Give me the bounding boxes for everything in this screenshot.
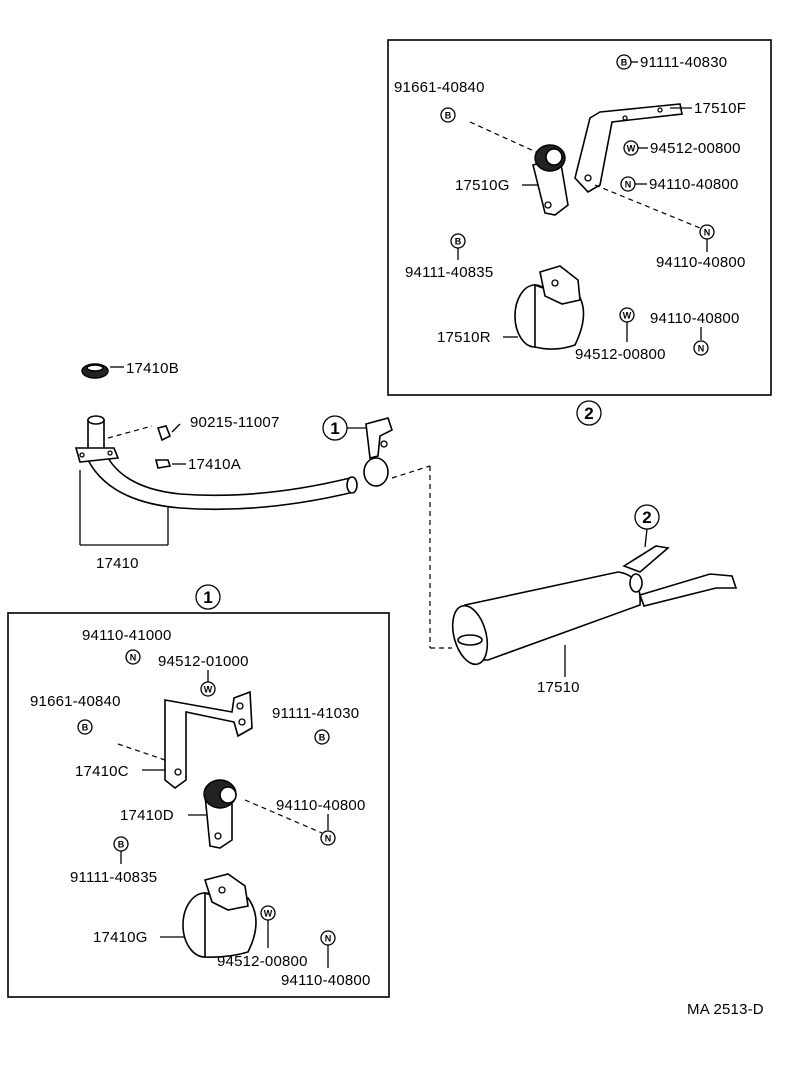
part-label: 91111-40835 [70, 869, 157, 886]
part-label: 17510 [537, 679, 580, 696]
callout-2: 2 [576, 400, 602, 426]
svg-text:B: B [82, 723, 89, 733]
svg-text:N: N [698, 344, 705, 354]
svg-text:B: B [455, 237, 462, 247]
svg-text:1: 1 [330, 419, 339, 438]
svg-text:B: B [445, 111, 452, 121]
part-label: 94512-01000 [158, 653, 249, 670]
svg-text:W: W [623, 311, 632, 321]
part-label: 17410C [75, 763, 129, 780]
bolt-symbol: B [616, 54, 632, 70]
svg-text:N: N [625, 180, 632, 190]
svg-text:N: N [130, 653, 137, 663]
part-label: 17410D [120, 807, 174, 824]
detail-box-1 [7, 612, 390, 998]
front-exhaust-pipe-17410 [74, 415, 358, 511]
clamp-17510r [514, 265, 585, 350]
part-label: 17510F [694, 100, 746, 117]
part-label: 94512-00800 [217, 953, 308, 970]
part-label: 91111-41030 [272, 705, 359, 722]
part-label: 94110-40800 [656, 254, 746, 271]
part-label: 17510G [455, 177, 510, 194]
svg-text:B: B [621, 58, 628, 68]
callout-1: 1 [322, 415, 348, 441]
rubber-hanger-17410d [203, 779, 237, 849]
washer-symbol: W [260, 905, 276, 921]
rubber-hanger-17510g [532, 144, 569, 216]
nut-symbol: N [125, 649, 141, 665]
part-label: 94110-40800 [276, 797, 366, 814]
part-label: 91661-40840 [394, 79, 485, 96]
svg-text:N: N [325, 934, 332, 944]
pipe-hanger-assembly [363, 417, 393, 487]
part-label: 17410A [188, 456, 241, 473]
washer-symbol: W [200, 681, 216, 697]
grommet-17410b [81, 363, 109, 379]
svg-text:2: 2 [642, 508, 651, 527]
svg-text:N: N [325, 834, 332, 844]
washer-symbol: W [619, 307, 635, 323]
nut-symbol: N [320, 930, 336, 946]
nut-symbol: N [320, 830, 336, 846]
svg-text:2: 2 [584, 404, 593, 423]
nut-17410a [154, 459, 172, 469]
svg-text:1: 1 [203, 588, 212, 607]
callout-2: 2 [634, 504, 660, 530]
part-label: 17510R [437, 329, 491, 346]
svg-text:B: B [319, 733, 326, 743]
part-label: 17410 [96, 555, 139, 572]
svg-text:B: B [118, 840, 125, 850]
detail-box-2 [387, 39, 772, 396]
bolt-symbol: B [77, 719, 93, 735]
part-label: 90215-11007 [190, 414, 280, 431]
part-label: 94110-40800 [649, 176, 739, 193]
part-label: 94110-41000 [82, 627, 172, 644]
bracket-17510f [574, 103, 683, 194]
muffler-17510 [451, 545, 738, 666]
part-label: 94512-00800 [650, 140, 741, 157]
svg-text:N: N [704, 228, 711, 238]
clamp-17410g [182, 873, 257, 958]
part-label: 91661-40840 [30, 693, 121, 710]
bolt-symbol: B [450, 233, 466, 249]
bracket-17410c [164, 690, 253, 790]
part-label: 94110-40800 [650, 310, 740, 327]
nut-symbol: N [620, 176, 636, 192]
bolt-symbol: B [314, 729, 330, 745]
nut-symbol: N [699, 224, 715, 240]
washer-symbol: W [623, 140, 639, 156]
nut-symbol: N [693, 340, 709, 356]
part-label: 17410G [93, 929, 148, 946]
part-label: 17410B [126, 360, 179, 377]
svg-text:W: W [627, 144, 636, 154]
gasket-90215-11007 [156, 425, 172, 442]
reference-code: MA 2513-D [687, 1001, 764, 1018]
bolt-symbol: B [113, 836, 129, 852]
part-label: 94512-00800 [575, 346, 666, 363]
svg-text:W: W [204, 685, 213, 695]
callout-1: 1 [195, 584, 221, 610]
part-label: 94111-40835 [405, 264, 493, 281]
part-label: 91111-40830 [640, 54, 727, 71]
bolt-symbol: B [440, 107, 456, 123]
svg-text:W: W [264, 909, 273, 919]
part-label: 94110-40800 [281, 972, 371, 989]
